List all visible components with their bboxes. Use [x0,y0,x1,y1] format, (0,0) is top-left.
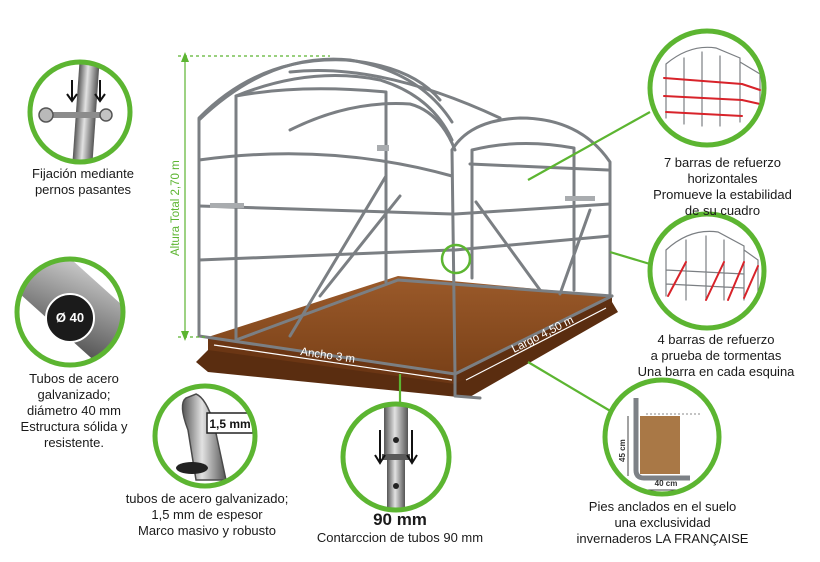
red-brace [667,261,687,297]
mini-frame [665,46,761,127]
red-brace [743,265,759,299]
front-purlin-low [453,234,612,252]
arch-3 [288,102,457,152]
callout-ring [647,211,767,331]
height-dim-label: Altura Total 2,70 m [170,160,182,256]
side-purlin-top [197,152,454,178]
anchor-height-label: 45 cm [618,439,627,462]
dimension-lines [178,55,330,338]
side-purlin-low [197,248,454,262]
soil-side-edge [455,296,612,384]
joint-highlight-ring [440,243,472,275]
storm-brace-front [474,200,542,292]
length-dim-line [465,307,607,381]
anchor-foot [633,398,690,481]
width-dim-line [213,344,453,381]
caption-tube: Tubos de acero galvanizado; diámetro 40 … [20,371,128,450]
connector-storm-bars [609,250,651,266]
tube-diameter-badge: Ø 40 [56,310,84,325]
callout-anchors: 45 cm 40 cm [602,377,722,497]
callout-connectors [398,111,651,413]
down-arrow-icon [66,80,78,103]
callout-storm-bars [647,211,767,331]
ground-shadow [196,302,618,398]
join-upper-tube [384,404,408,458]
red-bar [665,111,743,117]
callout-ring [602,377,722,497]
callout-ring [14,256,126,368]
callout-ring [27,59,133,165]
caption-storm-bars: 4 barras de refuerzo a prueba de torment… [637,332,795,379]
join-hole [393,437,399,443]
callout-thickness: 1,5 mm [152,383,258,489]
caption-horizontal-bars: 7 barras de refuerzo horizontales Promue… [653,155,792,218]
anchor-width-label: 40 cm [655,479,678,488]
down-arrow-icon [406,430,418,465]
arch-1 [197,57,454,124]
join-hole [393,483,399,489]
storm-brace-back [288,174,388,338]
bolt-shaft [44,112,110,118]
red-bar [663,95,743,101]
red-bar [741,83,761,91]
soil-block [640,416,680,474]
join-headline: 90 mm [373,510,427,529]
front-purlin-top [468,162,610,172]
callout-join [340,401,452,513]
arch-front [450,116,612,298]
bolt-nut [99,108,113,122]
callout-ring [647,28,767,148]
join-collar [382,454,410,460]
down-arrow-icon [94,80,106,103]
height-arrow-top [181,52,189,62]
soil-front-edge [208,337,455,384]
down-arrow-icon [374,430,386,465]
back-door [234,87,388,342]
thickness-badge: 1,5 mm [209,417,250,431]
front-purlin-mid [453,202,612,216]
tube-end [45,293,95,343]
door-handle-left [210,203,244,208]
caption-anchors: Pies anclados en el suelo una exclusivid… [576,499,749,546]
callout-bolts [27,59,133,165]
tube-opening [176,462,208,474]
red-bar [741,99,761,105]
storm-brace-side [318,194,402,298]
door-handle-right [565,196,595,201]
callout-ring [340,401,452,513]
callout-ring [152,383,258,489]
base-rail-back [234,278,614,342]
red-bar [663,77,743,85]
connector-horizontal-bars [527,111,651,181]
bolt-head [38,107,54,123]
caption-thickness: tubos de acero galvanizado; 1,5 mm de es… [125,491,289,538]
caption-bolts: Fijación mediante pernos pasantes [32,166,134,197]
greenhouse [196,57,618,400]
arch-2 [234,74,454,142]
front-left-post [450,148,457,376]
height-arrow-bottom [181,331,189,341]
connector-anchors [527,361,613,413]
red-brace [705,261,725,301]
ridge-bar [288,69,502,120]
caption-join: 90 mm Contarccion de tubos 90 mm [305,510,495,546]
mini-frame [665,230,759,301]
foot-anchor [453,372,482,400]
storm-brace-corner [558,208,592,296]
callout-horizontal-bars [647,28,767,148]
dimension-lines-dark [213,307,607,381]
callout-tube: Ø 40 [14,256,126,368]
soil-base [208,276,612,374]
top-latch [377,145,389,151]
red-brace [727,261,745,301]
